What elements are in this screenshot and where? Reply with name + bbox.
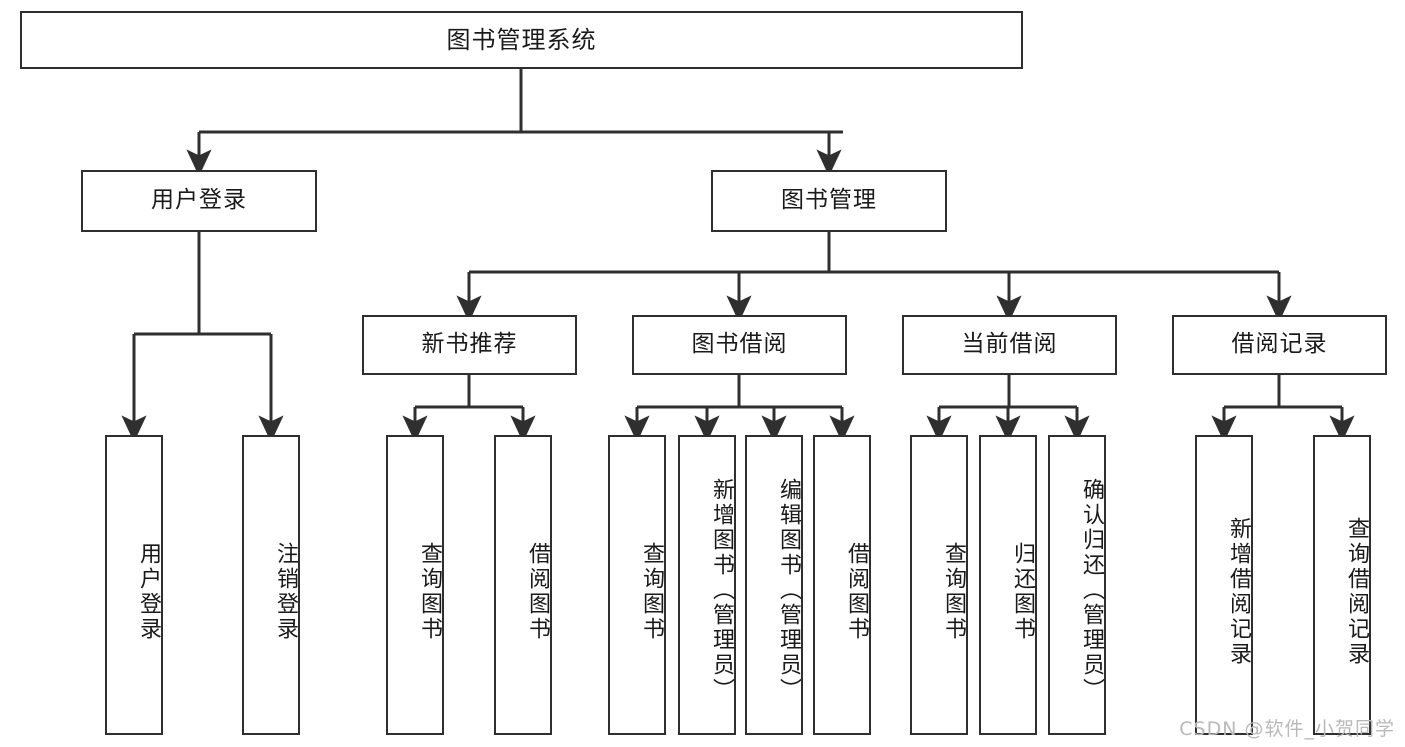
node-book-borrow-label: 图书借阅 <box>691 331 788 358</box>
leaf-add-book[interactable]: 新增图书（管理员） <box>678 435 736 735</box>
leaf-logout-label: 注销登录 <box>273 542 298 642</box>
leaf-logout[interactable]: 注销登录 <box>242 435 300 735</box>
leaf-return-book-label: 归还图书 <box>1010 542 1035 642</box>
leaf-query-book-1-label: 查询图书 <box>417 542 442 642</box>
node-user-login-label: 用户登录 <box>151 187 247 214</box>
node-root[interactable]: 图书管理系统 <box>20 11 1023 69</box>
node-new-book-recommend-label: 新书推荐 <box>421 331 518 358</box>
leaf-confirm-return[interactable]: 确认归还（管理员） <box>1048 435 1106 735</box>
node-user-login[interactable]: 用户登录 <box>81 170 317 232</box>
leaf-query-book-3[interactable]: 查询图书 <box>910 435 968 735</box>
leaf-add-book-label: 新增图书（管理员） <box>709 477 734 703</box>
leaf-borrow-book-2[interactable]: 借阅图书 <box>813 435 871 735</box>
leaf-user-login-label: 用户登录 <box>136 542 161 642</box>
node-borrow-record-label: 借阅记录 <box>1231 331 1328 358</box>
leaf-borrow-book-1-label: 借阅图书 <box>525 542 550 642</box>
leaf-edit-book[interactable]: 编辑图书（管理员） <box>745 435 803 735</box>
leaf-user-login[interactable]: 用户登录 <box>105 435 163 735</box>
leaf-query-record-label: 查询借阅记录 <box>1344 517 1369 667</box>
node-new-book-recommend[interactable]: 新书推荐 <box>362 315 577 375</box>
leaf-query-record[interactable]: 查询借阅记录 <box>1313 435 1371 735</box>
leaf-query-book-1[interactable]: 查询图书 <box>386 435 444 735</box>
node-book-management[interactable]: 图书管理 <box>711 170 947 232</box>
node-current-borrow[interactable]: 当前借阅 <box>902 315 1117 375</box>
node-book-borrow[interactable]: 图书借阅 <box>632 315 847 375</box>
leaf-query-book-2[interactable]: 查询图书 <box>608 435 666 735</box>
leaf-borrow-book-1[interactable]: 借阅图书 <box>494 435 552 735</box>
node-current-borrow-label: 当前借阅 <box>961 331 1058 358</box>
node-borrow-record[interactable]: 借阅记录 <box>1172 315 1387 375</box>
leaf-borrow-book-2-label: 借阅图书 <box>844 542 869 642</box>
leaf-edit-book-label: 编辑图书（管理员） <box>776 477 801 703</box>
leaf-confirm-return-label: 确认归还（管理员） <box>1079 477 1104 703</box>
leaf-add-record[interactable]: 新增借阅记录 <box>1195 435 1253 735</box>
leaf-query-book-3-label: 查询图书 <box>941 542 966 642</box>
node-book-management-label: 图书管理 <box>781 187 877 214</box>
leaf-query-book-2-label: 查询图书 <box>639 542 664 642</box>
node-root-label: 图书管理系统 <box>446 25 597 54</box>
leaf-return-book[interactable]: 归还图书 <box>979 435 1037 735</box>
leaf-add-record-label: 新增借阅记录 <box>1226 517 1251 667</box>
